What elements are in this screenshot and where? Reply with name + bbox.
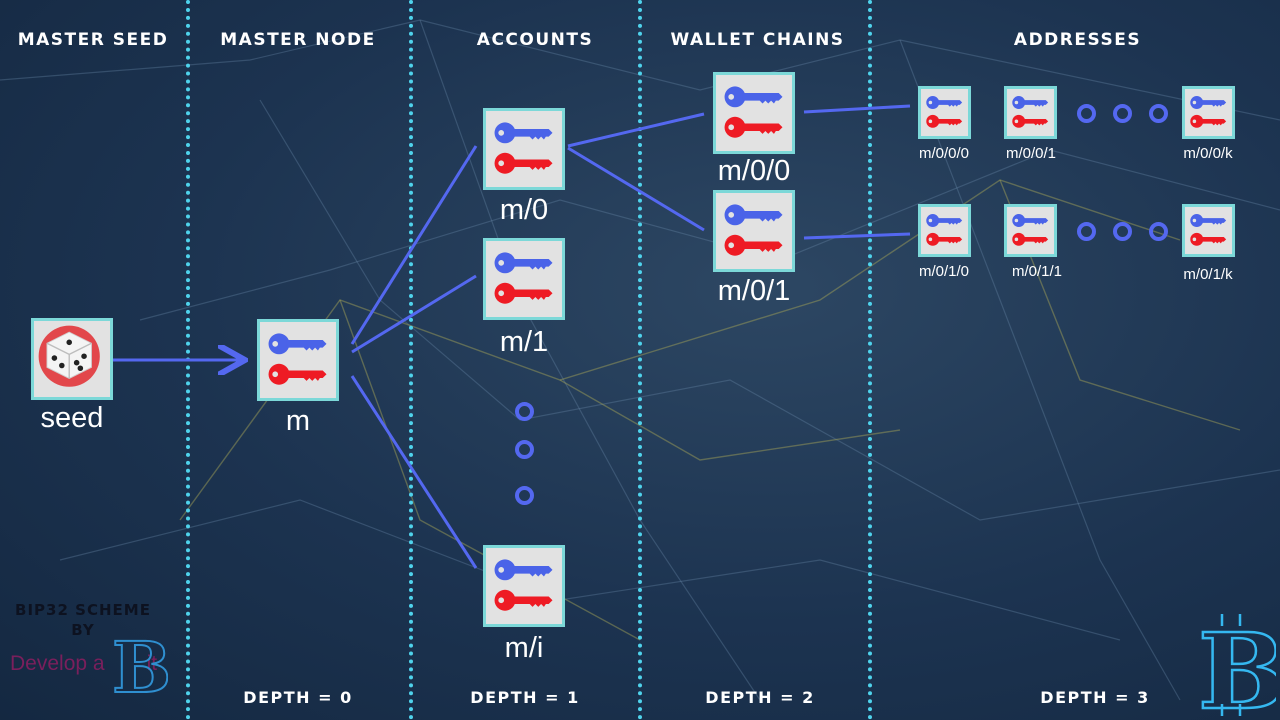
credit-title: BIP32 SCHEME [15,601,151,619]
column-separator [868,0,872,720]
edge-account-chain-1 [567,146,705,232]
edge-account-chain-0 [567,112,705,148]
key-pair-icon [1190,96,1227,128]
edge-chain-addresses-1 [803,232,911,240]
key-pair-icon [724,204,783,256]
ellipsis-dot [515,486,534,505]
master-node [257,319,339,401]
brand-name: Develop a it [10,652,157,676]
account-node-0 [483,108,565,190]
key-pair-icon [1012,96,1049,128]
dice-icon [38,325,100,387]
depth-label-2: DEPTH = 2 [705,688,815,707]
column-separator [638,0,642,720]
address-node [1004,204,1057,257]
key-pair-icon [1012,214,1049,246]
scheme-credit: BIP32 SCHEME BY [8,600,158,640]
header-accounts: ACCOUNTS [476,30,594,50]
edge-master-account-0 [350,145,478,345]
depth-label-1: DEPTH = 1 [470,688,580,707]
address-label: m/0/0/k [1183,145,1233,162]
seed-label: seed [40,402,104,434]
address-node [1182,204,1235,257]
chain-label-1: m/0/1 [717,275,791,307]
credit-by: BY [71,621,95,639]
address-label: m/0/0/0 [918,145,970,162]
brand-text: Develop a [10,652,105,675]
address-node [1182,86,1235,139]
key-pair-icon [724,86,783,138]
address-label: m/0/1/0 [918,263,970,280]
edge-chain-addresses-0 [803,104,911,114]
header-master-seed: MASTER SEED [17,30,169,50]
depth-label-0: DEPTH = 0 [243,688,353,707]
key-pair-icon [494,122,553,174]
svg-text:B: B [1198,612,1276,716]
ellipsis-dot [1077,222,1096,241]
key-pair-icon [494,252,553,304]
account-label-i: m/i [504,632,544,664]
key-pair-icon [268,333,327,385]
account-label-1: m/1 [499,326,549,358]
bitcoin-b-logo-large: B [1197,612,1276,716]
seed-node [31,318,113,400]
master-label: m [285,405,311,437]
key-pair-icon [926,214,963,246]
address-node [918,86,971,139]
chain-label-0: m/0/0 [717,155,791,187]
header-wallet-chains: WALLET CHAINS [670,30,845,50]
key-pair-icon [926,96,963,128]
address-node [918,204,971,257]
chain-node-1 [713,190,795,272]
ellipsis-dot [1113,222,1132,241]
account-label-0: m/0 [499,194,549,226]
svg-text:B: B [112,630,168,700]
key-pair-icon [1190,214,1227,246]
edge-master-account-i [350,375,478,569]
address-label: m/0/0/1 [1005,145,1057,162]
address-label: m/0/1/k [1183,266,1233,283]
brand-text-end: it [146,652,158,675]
ellipsis-dot [1149,222,1168,241]
depth-label-3: DEPTH = 3 [1040,688,1150,707]
edge-master-account-1 [351,274,477,354]
ellipsis-dot [515,440,534,459]
address-node [1004,86,1057,139]
column-separator [409,0,413,720]
address-label: m/0/1/1 [1011,263,1063,280]
chain-node-0 [713,72,795,154]
key-pair-icon [494,559,553,611]
ellipsis-dot [1113,104,1132,123]
ellipsis-dot [1149,104,1168,123]
ellipsis-dot [515,402,534,421]
ellipsis-dot [1077,104,1096,123]
bitcoin-b-logo-small: B [111,630,168,700]
header-addresses: ADDRESSES [1013,30,1142,50]
account-node-1 [483,238,565,320]
account-node-i [483,545,565,627]
header-master-node: MASTER NODE [220,30,376,50]
